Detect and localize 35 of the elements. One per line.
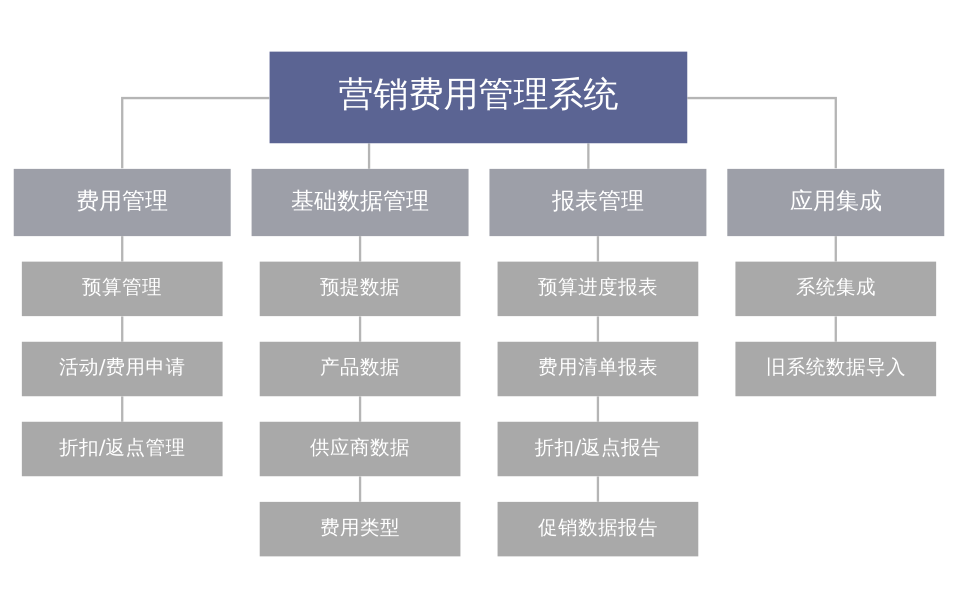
connector bbox=[686, 96, 836, 168]
node-box: 折扣/返点管理 bbox=[21, 421, 222, 476]
node-box: 供应商数据 bbox=[259, 421, 460, 476]
connector bbox=[834, 236, 836, 261]
connector bbox=[120, 396, 123, 422]
connector bbox=[358, 396, 361, 422]
node-box: 报表管理 bbox=[488, 168, 706, 236]
node-box: 折扣/返点报告 bbox=[497, 421, 698, 476]
node-box: 预算管理 bbox=[21, 261, 222, 316]
node-box: 营销费用管理系统 bbox=[269, 51, 687, 143]
connector bbox=[358, 316, 361, 342]
node-box: 基础数据管理 bbox=[251, 168, 468, 236]
node-box: 费用类型 bbox=[259, 501, 460, 556]
connector bbox=[120, 316, 123, 342]
connector bbox=[120, 236, 123, 261]
node-box: 旧系统数据导入 bbox=[734, 341, 936, 396]
connector bbox=[358, 236, 361, 261]
connector bbox=[596, 396, 599, 422]
connector bbox=[120, 96, 269, 168]
node-box: 费用清单报表 bbox=[497, 341, 698, 396]
node-box: 预提数据 bbox=[259, 261, 460, 316]
node-box: 费用管理 bbox=[13, 168, 230, 236]
connector bbox=[358, 476, 361, 502]
node-box: 促销数据报告 bbox=[497, 501, 698, 556]
connector bbox=[596, 476, 599, 502]
node-box: 产品数据 bbox=[259, 341, 460, 396]
connector bbox=[586, 143, 590, 168]
node-box: 活动/费用申请 bbox=[21, 341, 222, 396]
connector bbox=[367, 143, 370, 168]
connector bbox=[596, 316, 599, 342]
connector bbox=[834, 316, 836, 342]
node-box: 应用集成 bbox=[726, 168, 944, 236]
node-box: 预算进度报表 bbox=[497, 261, 698, 316]
connector bbox=[596, 236, 599, 261]
node-box: 系统集成 bbox=[734, 261, 936, 316]
